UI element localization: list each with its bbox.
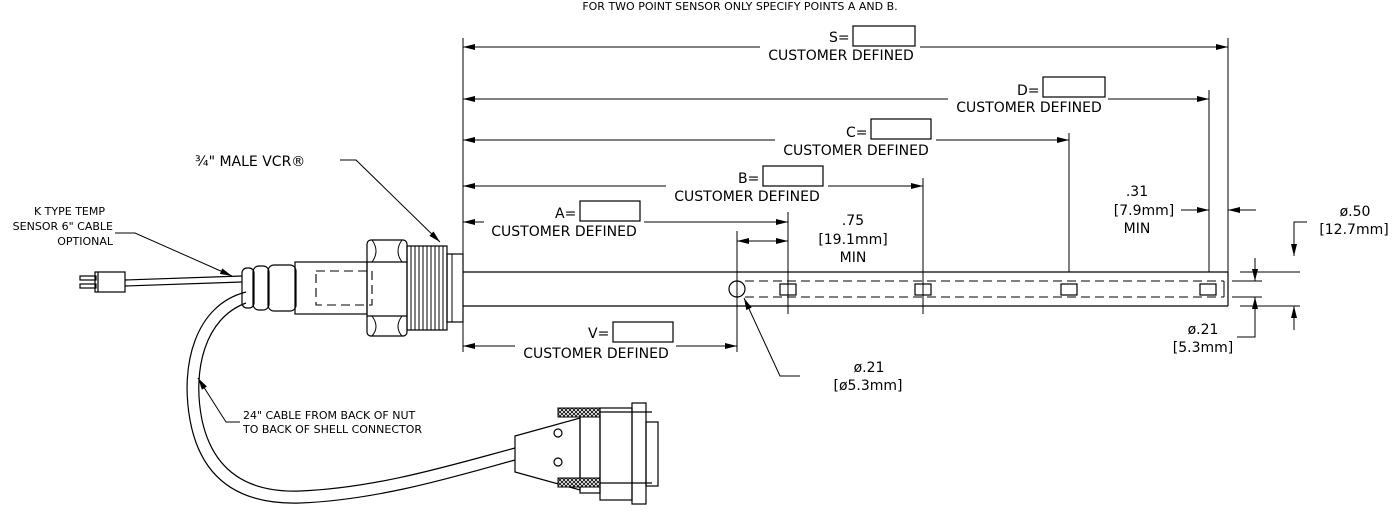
sense-point-c — [1060, 283, 1078, 296]
vcr-fitting — [241, 239, 464, 337]
dimension-input-box-v — [612, 321, 674, 343]
dimension-spacing-in: .75 — [842, 213, 864, 229]
dimension-input-box-d — [1042, 76, 1106, 98]
k-type-label-line3: OPTIONAL — [57, 235, 114, 248]
dimension-customer-defined-v: CUSTOMER DEFINED — [523, 346, 669, 362]
sense-point-b — [914, 283, 932, 296]
dimension-input-box-c — [870, 118, 932, 140]
k-type-connector — [79, 271, 243, 293]
dimension-dia-inner-in: ø.21 — [1188, 322, 1219, 338]
dimension-customer-defined-c: CUSTOMER DEFINED — [783, 143, 929, 159]
dimension-customer-defined-s: CUSTOMER DEFINED — [768, 48, 914, 64]
dimension-label-d: D= — [1017, 83, 1040, 99]
sense-point-a — [779, 283, 797, 296]
shell-connector — [514, 402, 659, 505]
dimension-spacing-min: MIN — [840, 250, 867, 266]
leader-line-cable — [197, 377, 240, 423]
k-type-label-line1: K TYPE TEMP — [34, 205, 105, 218]
dimension-dia-outer-mm: [12.7mm] — [1319, 222, 1388, 238]
vcr-label: ¾" MALE VCR® — [195, 154, 305, 170]
cable — [186, 291, 516, 504]
vent-hole — [728, 280, 746, 298]
dimension-label-b: B= — [738, 171, 759, 187]
dimension-offset-in: .31 — [1126, 184, 1148, 200]
cable-inner — [198, 302, 516, 492]
dimension-customer-defined-d: CUSTOMER DEFINED — [956, 100, 1102, 116]
header-note: FOR TWO POINT SENSOR ONLY SPECIFY POINTS… — [582, 0, 897, 13]
dimension-hole-mm: [ø5.3mm] — [833, 378, 902, 394]
leader-line-k-type — [115, 232, 233, 277]
leader-line-hole — [743, 297, 800, 377]
leader-line-vcr — [340, 159, 441, 243]
dimension-spacing-mm: [19.1mm] — [818, 232, 887, 248]
dimension-dia-inner-mm: [5.3mm] — [1173, 340, 1233, 356]
dimension-label-c: C= — [846, 125, 868, 141]
dimension-customer-defined-b: CUSTOMER DEFINED — [674, 189, 820, 205]
dimension-input-box-s — [852, 25, 916, 47]
k-type-label-line2: SENSOR 6" CABLE — [13, 220, 113, 233]
dimension-label-v: V= — [588, 326, 609, 342]
dimension-input-box-a — [579, 200, 641, 222]
cable-label-line1: 24" CABLE FROM BACK OF NUT — [243, 409, 416, 422]
dimension-dia-outer-in: ø.50 — [1340, 204, 1371, 220]
sensor-tube — [463, 271, 1229, 307]
dimension-label-a: A= — [555, 206, 576, 222]
dimension-line-dia-inner-bottom — [1237, 297, 1258, 338]
dimension-customer-defined-a: CUSTOMER DEFINED — [491, 224, 637, 240]
sense-point-d — [1199, 283, 1217, 296]
dimension-offset-min: MIN — [1124, 221, 1151, 237]
cable-label-line2: TO BACK OF SHELL CONNECTOR — [242, 423, 422, 436]
dimension-input-box-b — [762, 165, 824, 187]
dimension-hole-in: ø.21 — [854, 360, 885, 376]
dimension-label-s: S= — [829, 30, 850, 46]
dimension-line-dia-outer — [1291, 221, 1307, 256]
dimension-offset-mm: [7.9mm] — [1114, 203, 1174, 219]
